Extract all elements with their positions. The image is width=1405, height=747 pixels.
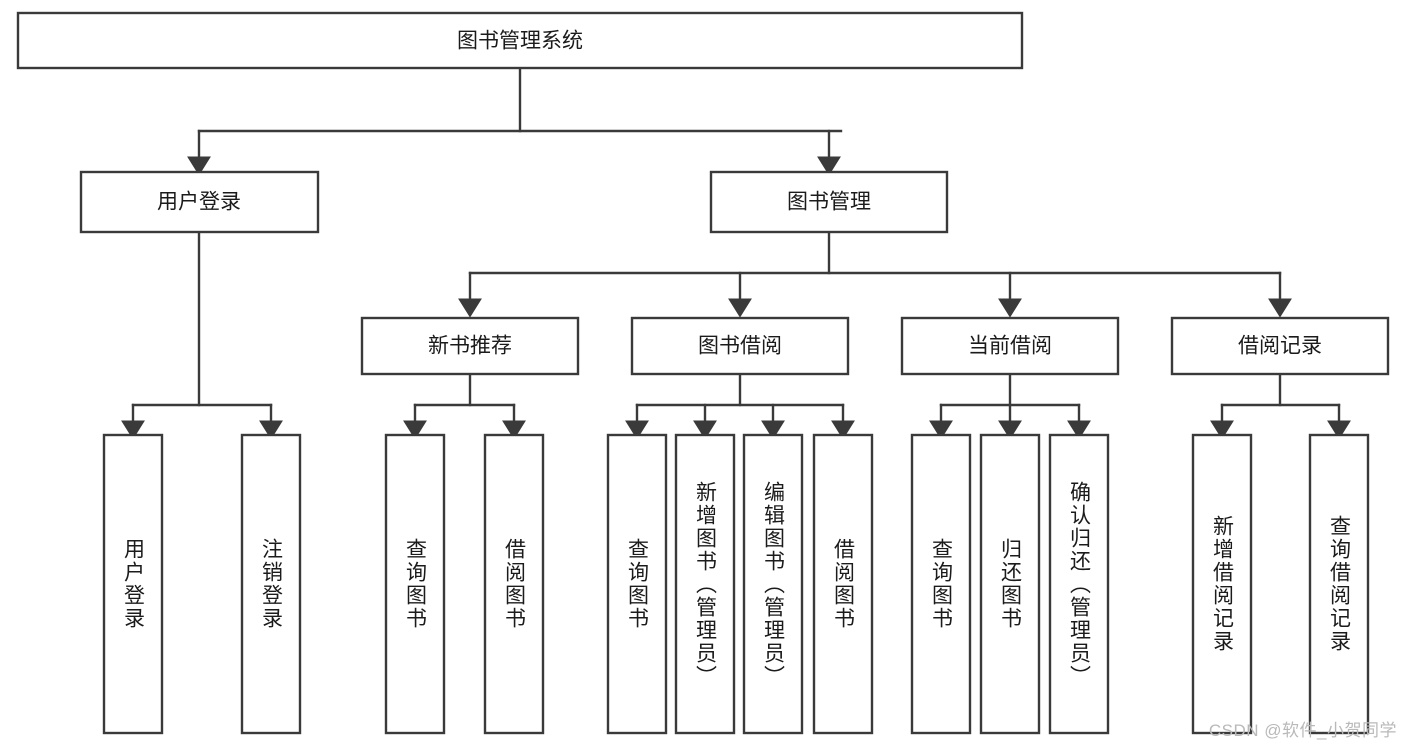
leaf-box[interactable] [1048, 433, 1110, 735]
leaf-box[interactable] [812, 433, 874, 735]
node-root-label: 图书管理系统 [457, 30, 583, 53]
leaf-box[interactable] [384, 433, 446, 735]
node-book-management[interactable]: 图书管理 [709, 170, 949, 234]
leaf-box[interactable] [742, 433, 804, 735]
connector-bookmgmt-to-level2 [458, 230, 1292, 318]
connector-userlogin-to-leaves [121, 230, 283, 440]
leaf-box[interactable] [979, 433, 1041, 735]
node-book-borrow-label: 图书借阅 [698, 335, 782, 358]
node-user-login-label: 用户登录 [157, 191, 241, 214]
leaf-box[interactable] [102, 433, 164, 735]
connector-borrow-to-leaves [625, 372, 855, 440]
node-root[interactable]: 图书管理系统 [16, 11, 1024, 70]
connector-root-to-level1 [187, 66, 843, 176]
leaf-box[interactable] [674, 433, 736, 735]
node-current-borrow-label: 当前借阅 [968, 335, 1052, 358]
node-borrow-record[interactable]: 借阅记录 [1170, 316, 1390, 376]
node-book-borrow[interactable]: 图书借阅 [630, 316, 850, 376]
leaf-box[interactable] [1308, 433, 1370, 735]
node-new-book-recommend-label: 新书推荐 [428, 335, 512, 358]
node-book-management-label: 图书管理 [787, 191, 871, 214]
node-user-login[interactable]: 用户登录 [79, 170, 320, 234]
leaf-box[interactable] [483, 433, 545, 735]
connector-record-to-leaves [1210, 372, 1351, 440]
leaf-boxes [102, 433, 1370, 735]
leaf-box[interactable] [910, 433, 972, 735]
leaf-box[interactable] [606, 433, 668, 735]
node-new-book-recommend[interactable]: 新书推荐 [360, 316, 580, 376]
watermark: CSDN @软件_小贺同学 [1208, 721, 1397, 740]
connector-newbook-to-leaves [403, 372, 526, 440]
leaf-box[interactable] [240, 433, 302, 735]
leaf-box[interactable] [1191, 433, 1253, 735]
node-current-borrow[interactable]: 当前借阅 [900, 316, 1120, 376]
connector-current-to-leaves [929, 372, 1091, 440]
node-borrow-record-label: 借阅记录 [1238, 335, 1322, 358]
